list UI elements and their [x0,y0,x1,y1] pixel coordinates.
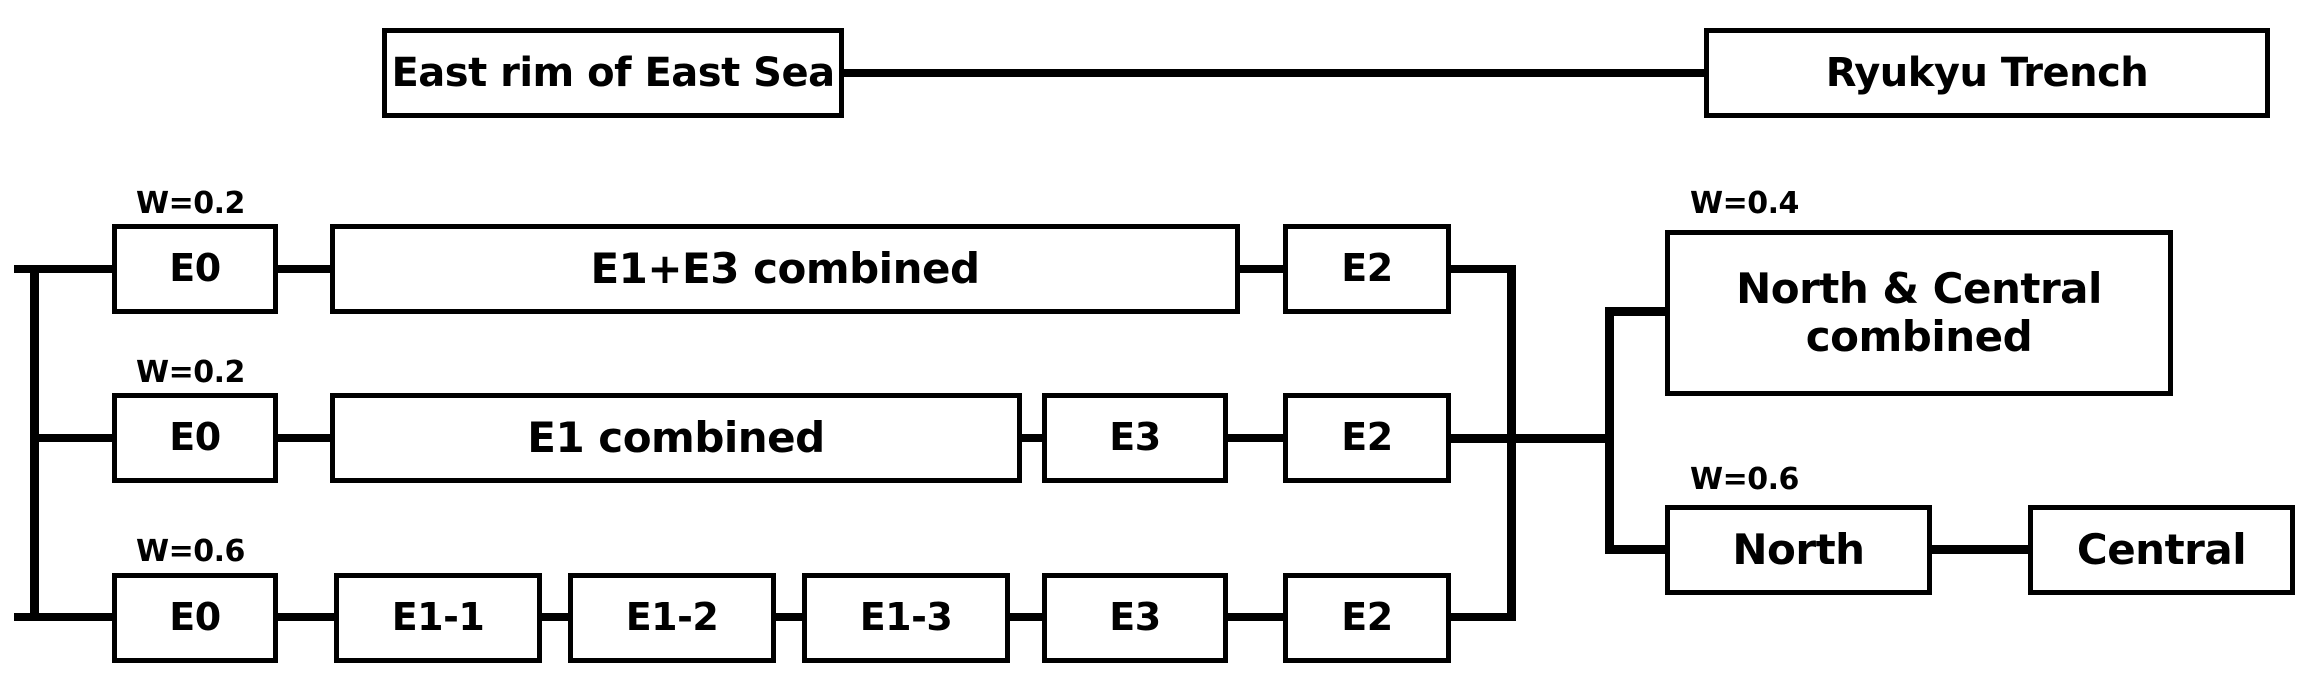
node-label: E2 [1341,595,1393,640]
node-e2-row2: E2 [1283,393,1451,483]
node-label: Ryukyu Trench [1825,50,2149,96]
node-east-rim-of-east-sea: East rim of East Sea [382,28,844,118]
node-e1-3-row3: E1-3 [802,573,1010,663]
node-e2-row1: E2 [1283,224,1451,314]
node-e3-row2: E3 [1042,393,1228,483]
edge-r2-e3-to-e2 [1226,434,1286,442]
edge-merge-bracket-spine [1507,265,1516,621]
node-label: E0 [169,595,221,640]
node-label: E0 [169,415,221,460]
weight-label-north: W=0.6 [1690,462,1799,497]
node-e1-combined-row2: E1 combined [330,393,1022,483]
edge-r1-e1e3-to-e2 [1238,265,1286,273]
weight-label-row1: W=0.2 [136,186,245,221]
edge-r3-e1-1-to-e1-2 [540,613,570,621]
edge-left-bracket-stub-row2 [30,434,115,442]
node-north: North [1665,505,1932,595]
node-label: E1-2 [625,595,719,640]
node-label: East rim of East Sea [391,50,835,96]
node-e2-row3: E2 [1283,573,1451,663]
edge-r2-e2-to-right-branch [1449,434,1613,443]
edge-left-bracket-stub-row1 [30,265,115,273]
edge-left-bracket-nub-top [14,265,34,273]
edge-r2-e1combined-to-e3 [1020,434,1044,442]
node-label: North [1732,524,1865,574]
node-label: E1 combined [527,412,825,462]
node-e1-1-row3: E1-1 [334,573,542,663]
node-north-central-combined: North & Central combined [1665,230,2173,396]
node-label: E3 [1109,595,1161,640]
weight-label-north-central: W=0.4 [1690,186,1799,221]
edge-north-to-central [1930,545,2030,554]
node-central: Central [2028,505,2295,595]
edge-r1-e2-to-merge [1449,265,1515,273]
edge-east-rim-to-ryukyu [843,69,1709,77]
edge-r3-e2-to-merge [1449,613,1515,621]
edge-r3-e3-to-e2 [1226,613,1286,621]
edge-r3-e1-3-to-e3 [1008,613,1046,621]
node-label: E1+E3 combined [590,243,980,293]
edge-left-bracket-stub-row3 [30,613,115,621]
node-label: Central [2076,524,2247,574]
node-e1-2-row3: E1-2 [568,573,776,663]
node-label: E0 [169,246,221,291]
edge-left-bracket-nub-bottom [14,613,34,621]
node-label: E2 [1341,415,1393,460]
edge-r1-e0-to-e1e3 [276,265,332,273]
edge-r3-e1-2-to-e1-3 [774,613,804,621]
node-e0-row1: E0 [112,224,278,314]
edge-r2-e0-to-e1combined [276,434,332,442]
node-label-line2: combined [1805,312,2033,361]
edge-left-bracket-spine [30,265,39,621]
node-label: E1-3 [859,595,953,640]
edge-right-branch-stub-north-central [1605,307,1673,316]
weight-label-row2: W=0.2 [136,355,245,390]
node-label: E1-1 [391,595,485,640]
edge-right-branch-spine [1605,307,1614,553]
node-e0-row2: E0 [112,393,278,483]
node-label: E3 [1109,415,1161,460]
node-e1-e3-combined-row1: E1+E3 combined [330,224,1240,314]
node-e3-row3: E3 [1042,573,1228,663]
node-ryukyu-trench: Ryukyu Trench [1704,28,2270,118]
node-label-line1: North & Central [1736,263,2102,313]
weight-label-row3: W=0.6 [136,534,245,569]
node-e0-row3: E0 [112,573,278,663]
edge-right-branch-stub-north [1605,545,1673,554]
edge-r3-e0-to-e1-1 [276,613,336,621]
node-label: E2 [1341,246,1393,291]
